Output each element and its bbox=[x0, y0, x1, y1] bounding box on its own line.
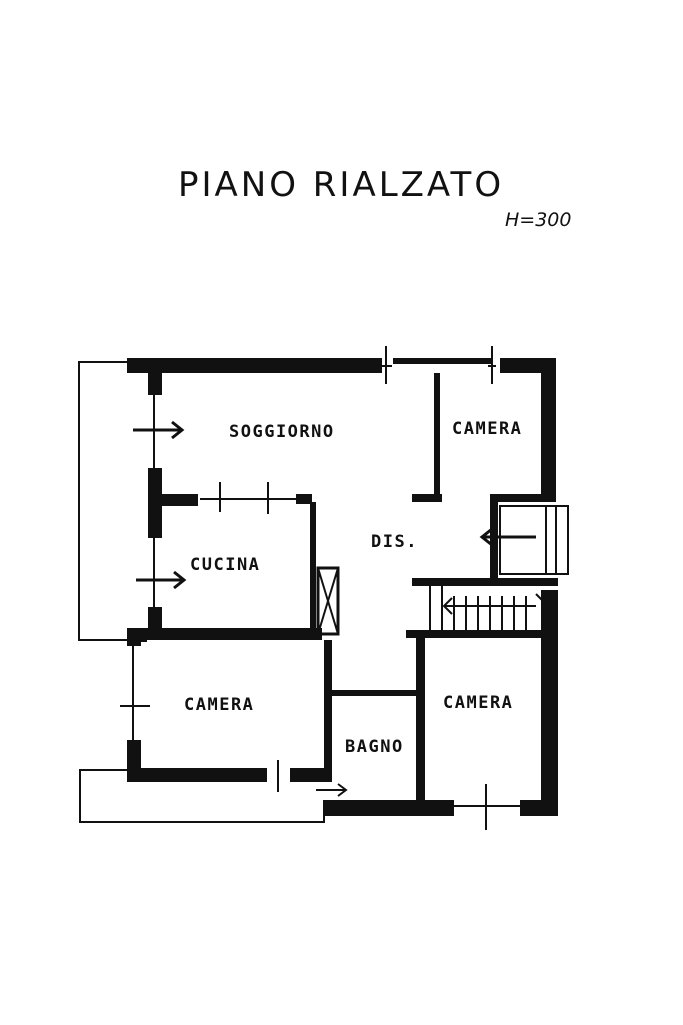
room-label-camera-left: CAMERA bbox=[184, 695, 254, 715]
room-label-camera-top: CAMERA bbox=[452, 419, 522, 439]
plan-title: PIANO RIALZATO bbox=[178, 165, 504, 205]
inner-walls bbox=[147, 373, 558, 805]
room-label-dis: DIS. bbox=[371, 532, 418, 552]
room-label-cucina: CUCINA bbox=[190, 555, 260, 575]
window-marks bbox=[120, 346, 520, 830]
room-label-soggiorno: SOGGIORNO bbox=[229, 422, 335, 442]
room-label-camera-right: CAMERA bbox=[443, 693, 513, 713]
entry-arrows bbox=[133, 420, 536, 797]
left-terrace bbox=[78, 361, 130, 641]
staircase bbox=[429, 505, 569, 630]
height-note: H=300 bbox=[505, 209, 571, 231]
room-label-bagno: BAGNO bbox=[345, 737, 404, 757]
